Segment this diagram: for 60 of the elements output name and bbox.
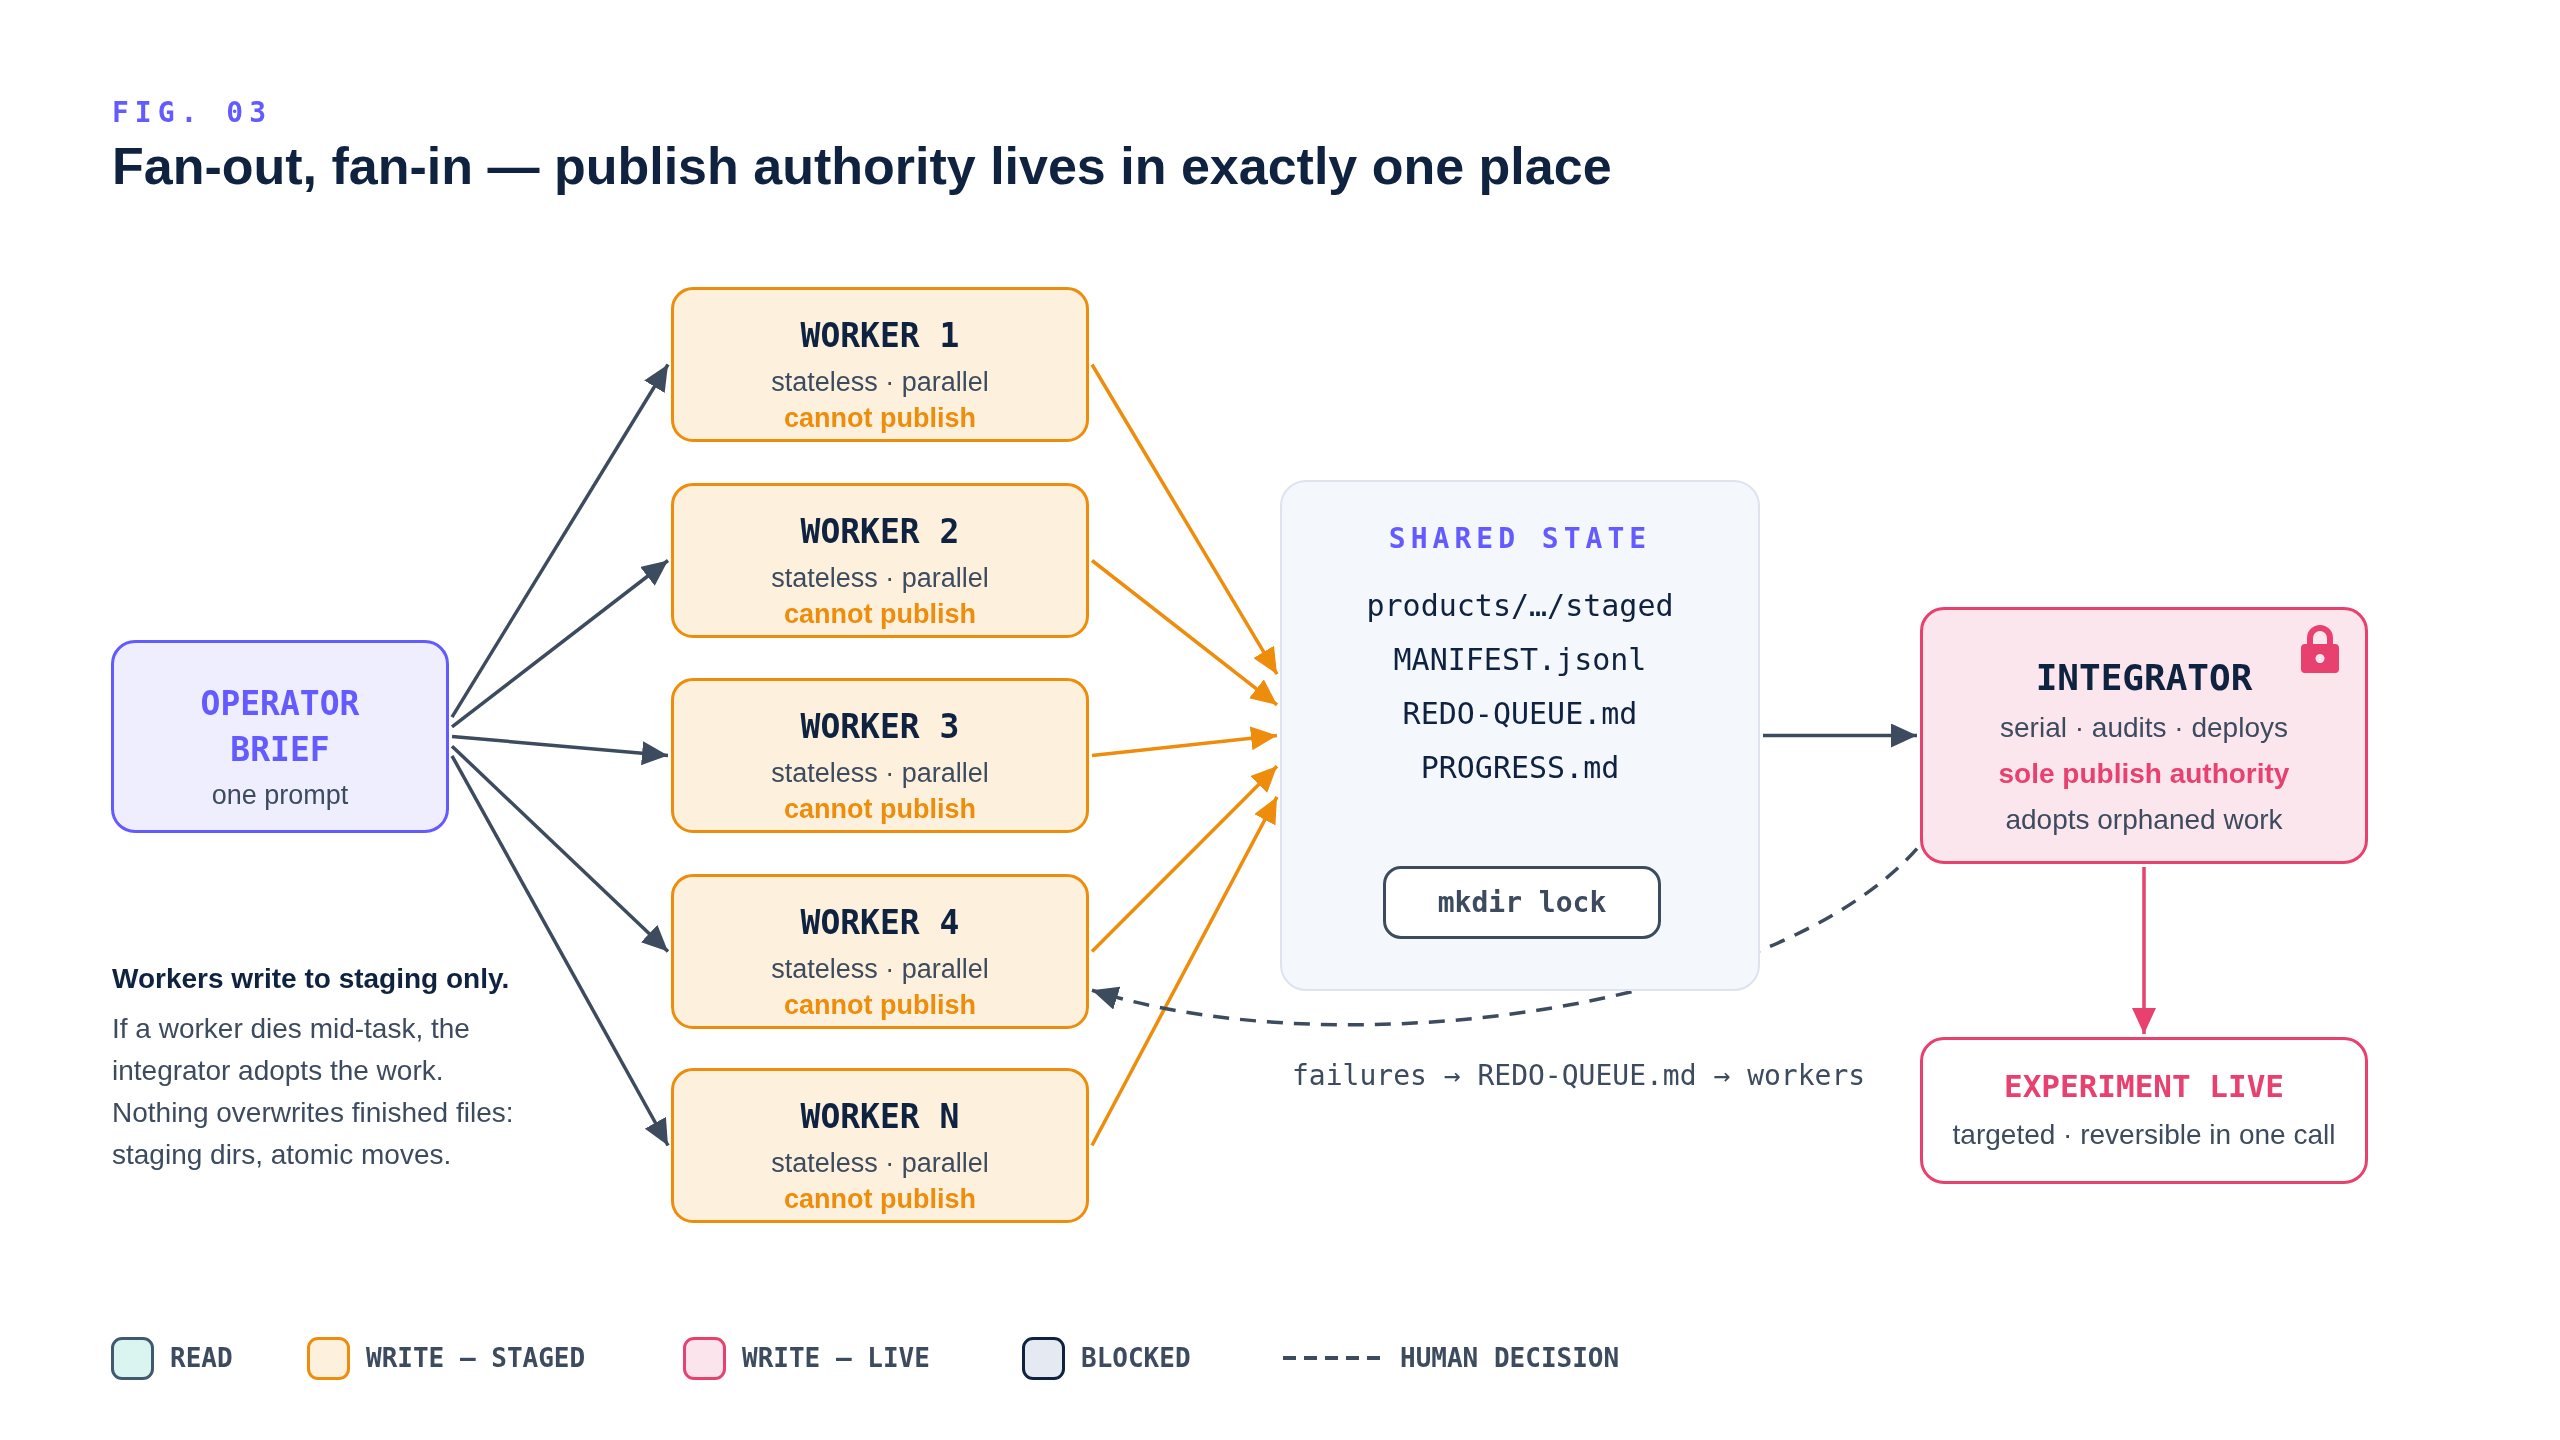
node-title: mkdir lock bbox=[1437, 884, 1607, 921]
legend-label: WRITE — STAGED bbox=[366, 1342, 586, 1375]
node-title: WORKER 4 bbox=[800, 902, 960, 944]
arrow bbox=[450, 363, 670, 719]
node-title: WORKER 2 bbox=[800, 511, 960, 553]
node-text: stateless · parallel bbox=[771, 562, 989, 595]
node-text: targeted · reversible in one call bbox=[1952, 1118, 2336, 1152]
legend-label: WRITE — LIVE bbox=[742, 1342, 930, 1375]
note-text: If a worker dies mid-task, the integrator adopts the work. Nothing overwrites finished files: staging dirs, atomic moves. bbox=[112, 1012, 515, 1172]
legend-label: HUMAN DECISION bbox=[1400, 1342, 1620, 1375]
arrow bbox=[450, 754, 670, 1147]
node-text: stateless · parallel bbox=[771, 953, 989, 986]
node-text: serial · audits · deploys bbox=[2000, 711, 2288, 745]
arrow bbox=[450, 559, 670, 729]
arrow bbox=[1763, 723, 1917, 748]
arrow bbox=[1090, 796, 1279, 1147]
lock-box bbox=[1383, 866, 1661, 939]
note-heading: Workers write to staging only. bbox=[112, 963, 510, 995]
worker-box bbox=[671, 287, 1089, 442]
node-title: OPERATOR BRIEF bbox=[199, 683, 361, 771]
node-title: WORKER N bbox=[800, 1096, 960, 1138]
arrow bbox=[450, 744, 670, 953]
arrow bbox=[1091, 726, 1278, 758]
arrow bbox=[2132, 867, 2156, 1034]
node-text: cannot publish bbox=[784, 402, 976, 435]
live-box bbox=[1920, 1037, 2368, 1184]
node-title: SHARED STATE bbox=[1388, 521, 1652, 557]
node-text: one prompt bbox=[211, 779, 349, 812]
node-text: sole publish authority bbox=[1998, 757, 2290, 791]
node-text: stateless · parallel bbox=[771, 1147, 989, 1180]
file-name: MANIFEST.jsonl bbox=[1393, 641, 1647, 679]
node-title: EXPERIMENT LIVE bbox=[2004, 1067, 2284, 1106]
worker-box bbox=[671, 483, 1089, 638]
node-text: stateless · parallel bbox=[771, 757, 989, 790]
legend-label: READ bbox=[170, 1342, 233, 1375]
figure-number: FIG. 03 bbox=[112, 96, 272, 129]
node-title: WORKER 3 bbox=[800, 706, 960, 748]
node-text: cannot publish bbox=[784, 1183, 976, 1216]
node-text: cannot publish bbox=[784, 793, 976, 826]
brief-box bbox=[111, 640, 449, 833]
diagram-title: Fan-out, fan-in — publish authority lives in exactly one place bbox=[112, 136, 1612, 196]
arrow bbox=[1090, 559, 1279, 707]
node-title: WORKER 1 bbox=[800, 315, 960, 357]
node-text: cannot publish bbox=[784, 598, 976, 631]
node-title: INTEGRATOR bbox=[2035, 656, 2253, 700]
legend-label: BLOCKED bbox=[1081, 1342, 1191, 1375]
file-name: PROGRESS.md bbox=[1420, 749, 1620, 787]
node-text: cannot publish bbox=[784, 989, 976, 1022]
file-name: REDO-QUEUE.md bbox=[1402, 695, 1638, 733]
worker-box bbox=[671, 1068, 1089, 1223]
node-text: adopts orphaned work bbox=[2005, 803, 2283, 837]
shared-state-panel bbox=[1280, 480, 1760, 991]
worker-box bbox=[671, 874, 1089, 1029]
file-name: products/…/staged bbox=[1366, 587, 1674, 625]
arrow bbox=[451, 734, 669, 766]
arrow bbox=[1090, 363, 1279, 676]
worker-box bbox=[671, 678, 1089, 833]
integrator-box bbox=[1920, 607, 2368, 864]
arrow bbox=[1090, 764, 1279, 953]
node-text: stateless · parallel bbox=[771, 366, 989, 399]
